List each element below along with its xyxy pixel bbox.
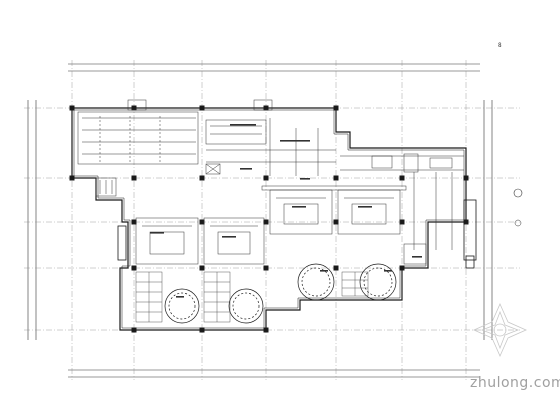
tank xyxy=(297,263,335,301)
column xyxy=(463,219,469,225)
column xyxy=(399,219,405,225)
column xyxy=(333,265,339,271)
label-mark xyxy=(300,178,310,180)
equipment-room xyxy=(269,189,333,235)
column xyxy=(199,175,205,181)
label-mark xyxy=(240,168,252,170)
column xyxy=(263,219,269,225)
column xyxy=(399,265,405,271)
sheet-number: 8 xyxy=(498,42,502,49)
column xyxy=(131,175,137,181)
column xyxy=(333,219,339,225)
upper-center-wiring xyxy=(205,118,336,176)
column xyxy=(199,105,205,111)
upper-left-room xyxy=(77,111,199,165)
column xyxy=(333,105,339,111)
label-mark xyxy=(280,140,310,142)
column xyxy=(199,219,205,225)
column xyxy=(263,105,269,111)
equipment-room xyxy=(203,217,265,265)
equipment-room xyxy=(337,189,401,235)
equipment-rooms xyxy=(135,185,407,265)
tank xyxy=(228,288,264,324)
label-mark xyxy=(176,296,184,298)
column xyxy=(399,175,405,181)
equipment-unit xyxy=(149,231,185,255)
column xyxy=(131,105,137,111)
tank-inner xyxy=(168,292,196,320)
column xyxy=(131,219,137,225)
label-mark xyxy=(292,206,306,208)
column xyxy=(263,327,269,333)
equipment-unit xyxy=(351,203,387,225)
stair-bays xyxy=(95,99,273,197)
tank-inner xyxy=(232,292,260,320)
corridor-band xyxy=(261,185,407,191)
zhulong-seal-icon xyxy=(473,303,527,357)
column xyxy=(69,105,75,111)
axis-bubble xyxy=(513,188,523,227)
column xyxy=(199,327,205,333)
column xyxy=(131,265,137,271)
tank xyxy=(359,263,397,301)
label-mark xyxy=(320,270,328,272)
dimension-lines xyxy=(27,63,493,378)
label-mark xyxy=(358,206,372,208)
equipment-unit xyxy=(283,203,319,225)
column xyxy=(131,327,137,333)
lower-stair-grids xyxy=(135,271,369,323)
column xyxy=(199,265,205,271)
column xyxy=(463,175,469,181)
tank xyxy=(164,288,200,324)
tanks xyxy=(164,263,397,324)
building-outline xyxy=(71,107,467,331)
structural-columns xyxy=(69,105,469,333)
tank-inner xyxy=(363,267,393,297)
label-mark xyxy=(150,232,164,234)
equipment-room xyxy=(135,217,199,265)
column xyxy=(333,175,339,181)
column xyxy=(263,175,269,181)
label-mark xyxy=(384,270,392,272)
tank-inner xyxy=(301,267,331,297)
side-stubs xyxy=(117,199,477,269)
watermark-text: zhulong.com xyxy=(470,375,560,391)
column xyxy=(69,175,75,181)
upper-right-wiring xyxy=(340,153,464,265)
label-mark xyxy=(412,256,422,258)
label-mark xyxy=(222,236,236,238)
equipment-unit xyxy=(217,231,251,255)
column xyxy=(263,265,269,271)
label-mark xyxy=(230,124,256,126)
plan-annotations xyxy=(150,124,422,298)
